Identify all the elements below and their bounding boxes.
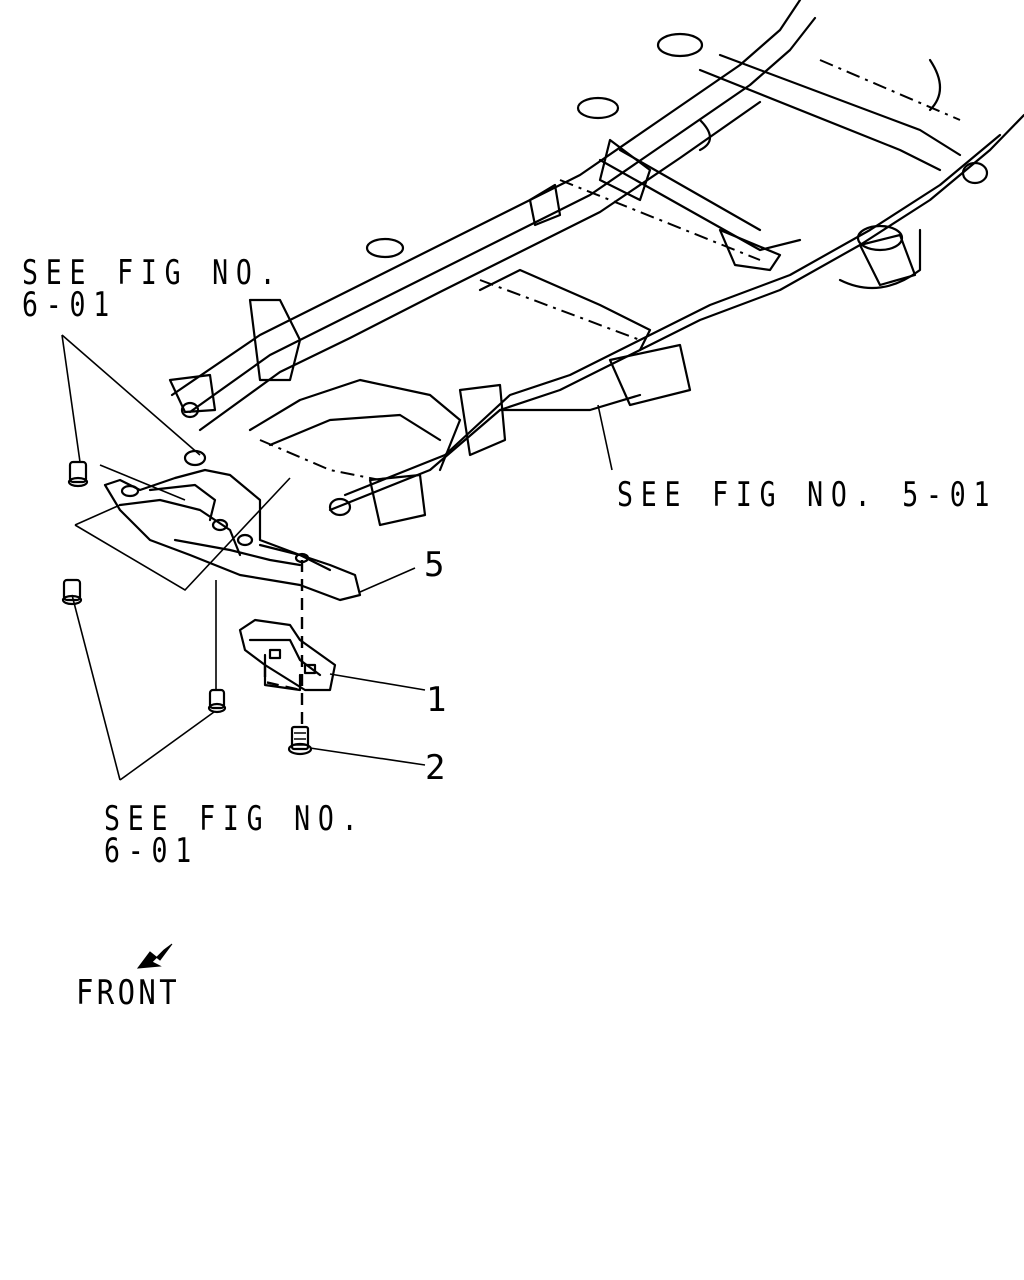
part-number-1: 1 xyxy=(426,680,447,720)
front-label: FRONT xyxy=(76,973,181,1013)
front-direction-arrow-icon xyxy=(136,943,173,969)
leader-lines xyxy=(61,334,613,781)
see-fig-bottom-line1: SEE FIG NO. xyxy=(104,799,366,839)
part-number-2: 2 xyxy=(425,748,446,788)
see-fig-top-line1: SEE FIG NO. xyxy=(22,253,284,293)
see-fig-bottom-line2: 6-01 xyxy=(104,831,200,871)
see-fig-frame: SEE FIG NO. 5-01 xyxy=(617,475,998,515)
bracket-part-1 xyxy=(238,618,337,692)
chassis-frame xyxy=(168,0,1024,527)
reference-bolts xyxy=(61,460,227,714)
skid-plate-part-5 xyxy=(74,449,362,602)
part-number-5: 5 xyxy=(424,545,445,585)
bolt-part-2 xyxy=(287,725,313,756)
see-fig-top-line2: 6-01 xyxy=(22,285,118,325)
assembly-alignment-lines xyxy=(215,560,304,725)
